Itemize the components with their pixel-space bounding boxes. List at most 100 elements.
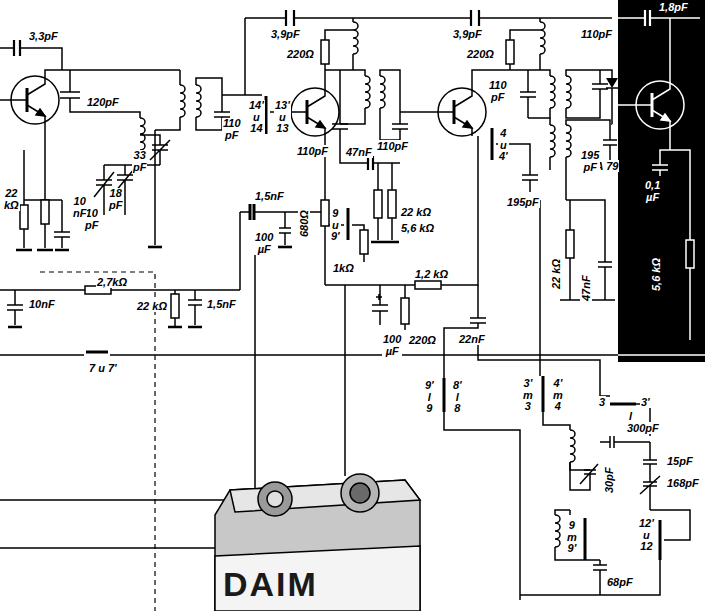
- component-label: 10 nF: [72, 196, 87, 219]
- component-label: 30pF: [603, 466, 615, 494]
- component-label: 110 pF: [488, 80, 508, 103]
- wire: [0, 212, 240, 327]
- wire: [610, 403, 636, 406]
- coil-symbol: [365, 76, 370, 108]
- component-label: 3' m 3: [522, 378, 534, 413]
- resistor-symbol: [374, 190, 382, 218]
- wire: [612, 18, 705, 355]
- wire: [368, 156, 373, 170]
- resistor-symbol: [415, 281, 441, 289]
- wire: [0, 99, 11, 101]
- transistor-symbol: [11, 76, 486, 136]
- component-label: 9 m 9': [566, 520, 578, 555]
- component-label: 1,8pF: [658, 1, 689, 13]
- battery-picture: [215, 546, 420, 611]
- component-label: 680Ω: [298, 209, 310, 238]
- coil-symbol: [380, 76, 385, 108]
- resistor-symbol: [20, 205, 28, 229]
- resistor-symbol: [321, 200, 329, 226]
- battery-picture: [258, 482, 292, 516]
- wire: [347, 208, 350, 240]
- transistor-symbol: [11, 76, 59, 124]
- transistor-symbol: [438, 88, 486, 136]
- dark-band: [618, 0, 705, 362]
- battery-brand: DAIM: [222, 566, 319, 603]
- component-label: 9 u 9': [330, 208, 341, 243]
- component-label: 195 pF: [580, 150, 600, 173]
- wire: [444, 345, 610, 600]
- component-label: 22 kΩ: [550, 258, 562, 290]
- wire: [0, 500, 224, 548]
- resistor-symbol: [360, 230, 368, 254]
- transistor-symbol: [636, 81, 684, 129]
- dashed-link: [40, 272, 155, 611]
- diode-symbol: [606, 78, 618, 88]
- transistor-symbol: [291, 88, 339, 136]
- coil-symbol: [550, 125, 555, 157]
- wire: [14, 40, 20, 56]
- wire: [371, 241, 399, 244]
- coil-symbol: [353, 22, 358, 54]
- battery-picture: [215, 480, 420, 611]
- component-label: 9' l 9: [424, 380, 435, 415]
- wire: [612, 10, 705, 355]
- component-label: 110pF: [296, 145, 329, 157]
- wire: [520, 70, 536, 118]
- component-label: 3: [598, 396, 606, 408]
- transistor-symbol: [636, 81, 684, 129]
- component-label: 22 kΩ: [3, 188, 20, 211]
- component-label: 5,6 kΩ: [400, 222, 435, 234]
- component-label: 300pF: [626, 422, 660, 434]
- coil-symbol: [566, 76, 571, 108]
- coil-symbol: [550, 76, 555, 108]
- component-label: 168pF: [666, 477, 700, 489]
- coil-symbol: [180, 85, 185, 117]
- wire: [245, 17, 612, 19]
- resistor-symbol: [401, 298, 409, 324]
- wire: [286, 10, 479, 26]
- component-label: 68pF: [606, 576, 634, 588]
- wire: [686, 240, 694, 268]
- wire: [24, 124, 70, 248]
- component-label: 0,1 µF: [644, 180, 661, 203]
- wire: [86, 351, 108, 354]
- coil-symbol: [570, 430, 575, 462]
- coil-symbol: [566, 125, 571, 157]
- wire: [496, 118, 617, 200]
- resistor-symbol: [321, 40, 329, 64]
- wire: [444, 285, 486, 378]
- component-label: 1kΩ: [332, 262, 355, 274]
- wire: [380, 70, 438, 140]
- wire: [645, 10, 650, 26]
- component-label: 1,5nF: [254, 190, 285, 202]
- component-label: 3,9pF: [452, 28, 483, 40]
- component-label: 4 u 4': [498, 128, 509, 163]
- wire: [325, 136, 478, 285]
- wire: [539, 200, 541, 376]
- component-label: 220Ω: [286, 48, 315, 60]
- component-label: 8' l 8: [452, 380, 463, 415]
- wire: [244, 18, 246, 95]
- wire: [0, 48, 180, 76]
- coil-symbol: [555, 515, 560, 547]
- component-label: 14' u 14: [248, 100, 265, 135]
- component-label: 7 u 7': [88, 362, 118, 374]
- component-label: 2,7kΩ: [96, 276, 128, 288]
- component-label: 22 kΩ: [136, 300, 168, 312]
- wire: [265, 96, 268, 134]
- wire: [570, 462, 598, 490]
- component-label: 220Ω: [466, 48, 495, 60]
- wire: [491, 128, 494, 160]
- component-label: 1,5nF: [206, 298, 237, 310]
- component-label: 3': [640, 396, 651, 408]
- component-label: 22 kΩ: [400, 206, 432, 218]
- wire: [8, 326, 202, 329]
- component-label: 47nF: [345, 146, 373, 158]
- resistor-symbol: [506, 40, 514, 64]
- wire: [372, 285, 388, 325]
- component-label: 110pF: [580, 28, 613, 40]
- component-label: 33 pF: [132, 150, 147, 173]
- wire: [640, 442, 660, 510]
- component-label: 3,9pF: [270, 28, 301, 40]
